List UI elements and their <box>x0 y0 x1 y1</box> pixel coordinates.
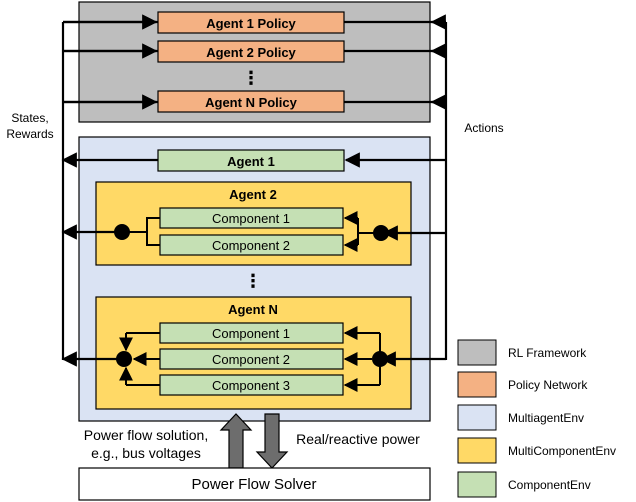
legend-label-rl-framework: RL Framework <box>508 346 587 360</box>
legend: RL Framework Policy Network MultiagentEn… <box>457 339 616 498</box>
agent-n-policy: Agent N Policy <box>157 90 345 113</box>
agent-n-merge-node <box>116 351 132 367</box>
legend-label-component-env: ComponentEnv <box>508 478 591 492</box>
agent-n-component-1: Component 1 <box>159 322 344 344</box>
agent-1-label: Agent 1 <box>227 154 275 169</box>
agent-2-component-2-label: Component 2 <box>212 238 290 253</box>
agent-2-policy: Agent 2 Policy <box>157 40 345 63</box>
legend-swatch-multicomponent-env <box>457 437 497 464</box>
legend-label-policy-network: Policy Network <box>508 378 588 392</box>
agent-2-component-1-label: Component 1 <box>212 211 290 226</box>
agent-2-policy-label: Agent 2 Policy <box>206 45 296 60</box>
agent-n-wiring <box>119 326 381 392</box>
states-label: States, <box>11 111 48 125</box>
agent-2-title: Agent 2 <box>229 187 277 202</box>
power-flow-solver-box <box>78 467 431 501</box>
agent-n-component-2: Component 2 <box>159 348 344 370</box>
legend-swatch-policy-network <box>457 371 497 398</box>
power-flow-up-arrow <box>219 413 253 469</box>
agent-n-title: Agent N <box>228 302 278 317</box>
legend-item-multicomponent-env: MultiComponentEnv <box>457 437 616 464</box>
legend-swatch-multiagent-env <box>457 404 497 431</box>
legend-item-component-env: ComponentEnv <box>457 471 591 498</box>
actions-label: Actions <box>464 121 503 135</box>
rewards-label: Rewards <box>6 127 53 141</box>
agent-2-wiring <box>128 211 380 252</box>
legend-item-policy-network: Policy Network <box>457 371 588 398</box>
agent-1-box: Agent 1 <box>157 149 345 172</box>
legend-swatch-component-env <box>457 471 497 498</box>
power-flow-solver-label: Power Flow Solver <box>191 476 316 493</box>
agent-n-policy-label: Agent N Policy <box>205 95 298 110</box>
agent-ellipsis: ⋮ <box>244 271 262 291</box>
states-rewards-connectors <box>61 14 158 367</box>
agent-n-split-node <box>372 351 388 367</box>
agent-2-merge-node <box>114 224 130 240</box>
agent-n-component-3-label: Component 3 <box>212 378 290 393</box>
agent-1-policy-label: Agent 1 Policy <box>206 16 296 31</box>
agent-2-split-node <box>373 225 389 241</box>
agent-n-component-3: Component 3 <box>159 374 344 396</box>
bus-voltages-label: e.g., bus voltages <box>91 445 201 461</box>
legend-item-multiagent-env: MultiagentEnv <box>457 404 584 431</box>
agent-2-component-1: Component 1 <box>159 207 344 229</box>
actions-connectors <box>344 14 448 367</box>
agent-1-policy: Agent 1 Policy <box>157 11 345 34</box>
legend-label-multicomponent-env: MultiComponentEnv <box>508 444 616 458</box>
agent-n-component-2-label: Component 2 <box>212 352 290 367</box>
agent-n-component-1-label: Component 1 <box>212 326 290 341</box>
policy-ellipsis: ⋮ <box>242 68 260 88</box>
power-flow-down-arrow <box>255 413 289 469</box>
real-reactive-power-label: Real/reactive power <box>296 431 420 447</box>
legend-swatch-rl-framework <box>457 339 497 366</box>
legend-item-rl-framework: RL Framework <box>457 339 587 366</box>
legend-label-multiagent-env: MultiagentEnv <box>508 411 584 425</box>
agent-2-component-2: Component 2 <box>159 234 344 256</box>
power-flow-solution-label: Power flow solution, <box>84 427 209 443</box>
